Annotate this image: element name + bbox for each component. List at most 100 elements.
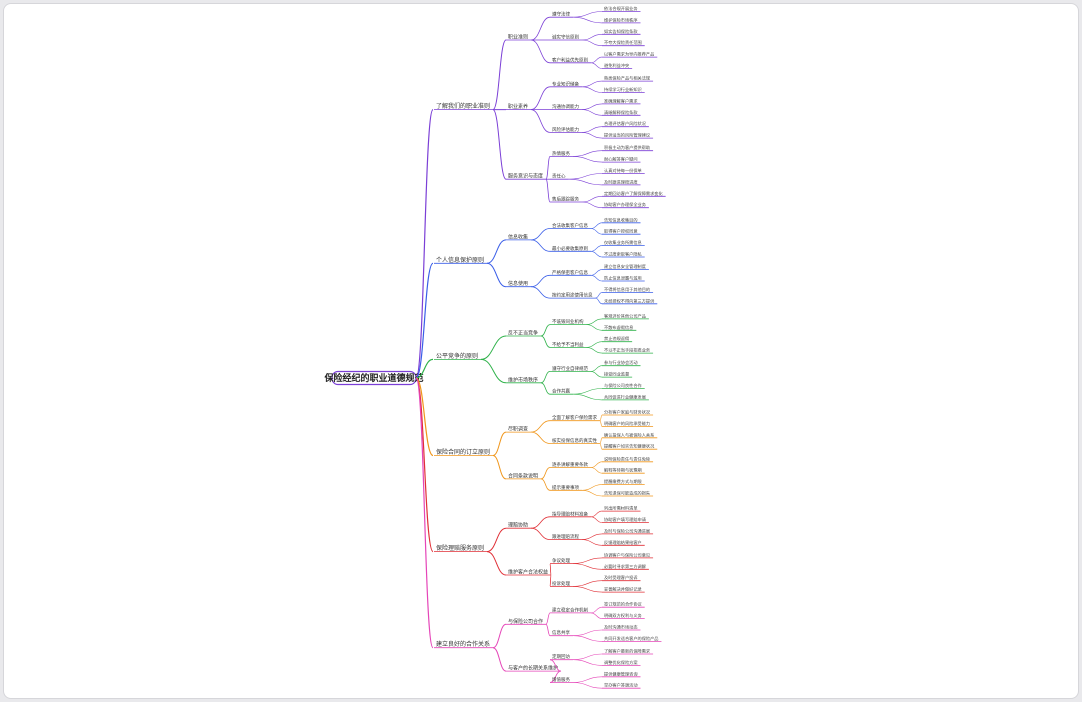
detail-2-1-1-2[interactable]: 取得客户授权同意 (604, 228, 638, 235)
detail-5-1-2-2[interactable]: 反馈理赔结果给客户 (604, 539, 642, 546)
detail-2-1-2-2[interactable]: 不过度索取客户隐私 (604, 251, 642, 258)
detail-1-1-3-1[interactable]: 以客户需求为导向推荐产品 (604, 51, 654, 58)
detail-6-1-2-1[interactable]: 及时沟通市场动态 (604, 624, 638, 631)
item-6-1-2[interactable]: 信息共享 (552, 629, 570, 636)
detail-1-3-3-2[interactable]: 协助客户办理保全业务 (604, 201, 647, 208)
item-4-2-1[interactable]: 逐条讲解重要条款 (552, 461, 588, 468)
subtopic-4-2[interactable]: 合同条款说明 (508, 472, 538, 479)
detail-1-2-3-2[interactable]: 提供适当的风险管理建议 (604, 132, 651, 139)
item-1-1-2[interactable]: 诚实守信原则 (552, 34, 579, 41)
detail-2-2-2-2[interactable]: 未经授权不得向第三方提供 (604, 297, 654, 304)
item-4-2-2[interactable]: 提示重要事项 (552, 484, 579, 491)
item-1-2-1[interactable]: 专业知识储备 (552, 80, 579, 87)
mind-map[interactable]: 保险经纪的职业道德规范了解我们的职业准则职业准则遵守法律依法合规开展业务维护保险… (4, 4, 1078, 698)
detail-1-2-1-1[interactable]: 熟悉保险产品与相关法规 (604, 75, 650, 82)
item-4-1-1[interactable]: 全面了解客户保险需求 (552, 414, 597, 421)
detail-6-2-1-1[interactable]: 了解客户最新的保障需求 (604, 648, 651, 655)
subtopic-1-2[interactable]: 职业素养 (508, 103, 528, 110)
detail-2-1-1-1[interactable]: 告知信息收集目的 (604, 216, 638, 223)
detail-1-3-2-2[interactable]: 及时跟进理赔进度 (604, 178, 638, 185)
detail-5-2-2-2[interactable]: 妥善解决并做好记录 (604, 586, 642, 593)
detail-3-1-2-1[interactable]: 禁止违规返佣 (604, 335, 629, 342)
detail-5-1-1-2[interactable]: 协助客户填写理赔申请 (604, 516, 646, 523)
detail-5-1-1-1[interactable]: 列出所需材料清单 (604, 505, 638, 512)
item-4-1-2[interactable]: 核实投保信息的真实性 (552, 437, 597, 444)
item-2-1-1[interactable]: 合法收集客户信息 (552, 222, 588, 229)
subtopic-4-1[interactable]: 尽职调查 (508, 426, 528, 433)
detail-1-3-2-1[interactable]: 认真对待每一份保单 (604, 167, 642, 174)
item-5-2-1[interactable]: 争议处理 (552, 557, 570, 564)
detail-1-3-1-2[interactable]: 耐心解答客户疑问 (604, 156, 638, 163)
subtopic-5-2[interactable]: 维护客户合法权益 (508, 569, 548, 576)
detail-1-2-2-1[interactable]: 准确理解客户需求 (604, 97, 638, 104)
detail-4-1-1-1[interactable]: 分析客户家庭与财务状况 (604, 409, 651, 416)
subtopic-2-2[interactable]: 信息使用 (508, 280, 528, 287)
detail-4-1-1-2[interactable]: 明确客户的风险承受能力 (604, 420, 650, 427)
detail-1-1-1-2[interactable]: 维护保险市场秩序 (604, 16, 638, 23)
item-1-3-1[interactable]: 热情服务 (552, 150, 570, 157)
item-1-2-3[interactable]: 风险评估能力 (552, 126, 579, 133)
detail-5-1-2-1[interactable]: 及时与保险公司沟通进展 (604, 527, 651, 534)
topic-2[interactable]: 个人信息保护原则 (436, 256, 484, 264)
detail-2-2-1-2[interactable]: 防止信息泄露与滥用 (604, 275, 642, 282)
detail-3-1-1-2[interactable]: 不散布虚假信息 (604, 324, 633, 331)
detail-4-1-2-2[interactable]: 提醒客户如实告知健康状况 (604, 443, 655, 450)
subtopic-5-1[interactable]: 理赔协助 (508, 522, 528, 529)
detail-4-2-1-2[interactable]: 解释等待期与犹豫期 (604, 467, 642, 474)
item-1-2-2[interactable]: 沟通协调能力 (552, 103, 579, 110)
item-1-1-3[interactable]: 客户利益优先原则 (552, 56, 588, 63)
detail-2-1-2-1[interactable]: 仅收集业务所需信息 (604, 239, 642, 246)
detail-1-2-1-2[interactable]: 持续学习行业新知识 (604, 86, 642, 93)
topic-4[interactable]: 保险合同的订立原则 (436, 448, 490, 456)
detail-6-2-2-2[interactable]: 举办客户答谢活动 (604, 682, 638, 689)
item-3-1-1[interactable]: 不诋毁同业机构 (552, 318, 584, 325)
subtopic-1-1[interactable]: 职业准则 (508, 34, 528, 41)
item-5-2-2[interactable]: 投诉处理 (552, 580, 570, 587)
item-6-1-1[interactable]: 建立稳定合作机制 (552, 606, 588, 613)
subtopic-6-1[interactable]: 与保险公司合作 (508, 618, 543, 625)
item-5-1-2[interactable]: 跟进理赔流程 (552, 533, 579, 540)
item-3-1-2[interactable]: 不给予不当利益 (552, 341, 584, 348)
detail-4-2-2-1[interactable]: 提醒缴费方式与期限 (604, 478, 643, 485)
item-3-2-1[interactable]: 遵守行业自律规范 (552, 365, 588, 372)
detail-1-2-3-1[interactable]: 合理评估客户风险状况 (604, 120, 647, 127)
detail-3-2-1-2[interactable]: 接受同业监督 (604, 371, 629, 378)
detail-5-2-2-1[interactable]: 及时受理客户投诉 (604, 574, 638, 581)
detail-1-3-1-1[interactable]: 积极主动为客户提供帮助 (604, 144, 650, 151)
detail-5-2-1-1[interactable]: 协调客户与保险公司意见 (604, 551, 650, 558)
topic-1[interactable]: 了解我们的职业准则 (436, 102, 490, 110)
detail-6-1-1-2[interactable]: 明确双方权利与义务 (604, 612, 643, 619)
subtopic-3-2[interactable]: 维护市场秩序 (508, 376, 538, 383)
detail-4-2-2-2[interactable]: 告知退保可能造成的损失 (604, 490, 651, 497)
detail-2-2-2-1[interactable]: 不得将信息用于其他目的 (604, 286, 650, 293)
detail-6-1-2-2[interactable]: 共同开发适合客户的保险产品 (604, 635, 658, 642)
topic-3[interactable]: 公平竞争的原则 (436, 352, 478, 360)
subtopic-1-3[interactable]: 服务意识与态度 (508, 173, 543, 180)
detail-3-1-1-1[interactable]: 客观评价其他公司产品 (604, 312, 646, 319)
detail-6-1-1-1[interactable]: 签订规范的合作协议 (604, 601, 643, 608)
item-2-2-2[interactable]: 按约定用途使用信息 (552, 292, 593, 299)
item-6-2-1[interactable]: 定期回访 (552, 653, 570, 660)
detail-1-1-1-1[interactable]: 依法合规开展业务 (604, 5, 638, 12)
item-3-2-2[interactable]: 合作共赢 (552, 388, 570, 395)
detail-2-2-1-1[interactable]: 建立信息安全管理制度 (604, 263, 647, 270)
item-1-3-2[interactable]: 责任心 (552, 173, 566, 180)
detail-1-2-2-2[interactable]: 清晰解释保险条款 (604, 109, 638, 116)
subtopic-3-1[interactable]: 反不正当竞争 (508, 330, 538, 337)
detail-4-1-2-1[interactable]: 确认投保人与被保险人关系 (604, 431, 654, 438)
detail-1-1-3-2[interactable]: 避免利益冲突 (604, 62, 629, 69)
detail-3-2-2-2[interactable]: 共同促进行业健康发展 (604, 393, 647, 400)
item-6-2-2[interactable]: 增值服务 (552, 676, 570, 683)
detail-3-2-2-1[interactable]: 与保险公司良性合作 (604, 382, 643, 389)
detail-1-1-2-2[interactable]: 不夸大保险责任范围 (604, 39, 642, 46)
detail-3-2-1-1[interactable]: 参与行业协会活动 (604, 359, 638, 366)
item-5-1-1[interactable]: 指导理赔材料准备 (552, 510, 588, 517)
item-2-1-2[interactable]: 最小必要收集原则 (552, 245, 588, 252)
detail-5-2-1-2[interactable]: 必要时寻求第三方调解 (604, 563, 646, 570)
detail-4-2-1-1[interactable]: 说明保险责任与责任免除 (604, 455, 651, 462)
topic-6[interactable]: 建立良好的合作关系 (436, 640, 490, 648)
subtopic-6-2[interactable]: 与客户的长期关系维护 (508, 665, 558, 672)
subtopic-2-1[interactable]: 信息收集 (508, 233, 528, 240)
detail-6-2-2-1[interactable]: 提供健康管理咨询 (604, 670, 638, 677)
detail-1-3-3-1[interactable]: 定期回访客户了解保障需求变化 (604, 190, 663, 197)
